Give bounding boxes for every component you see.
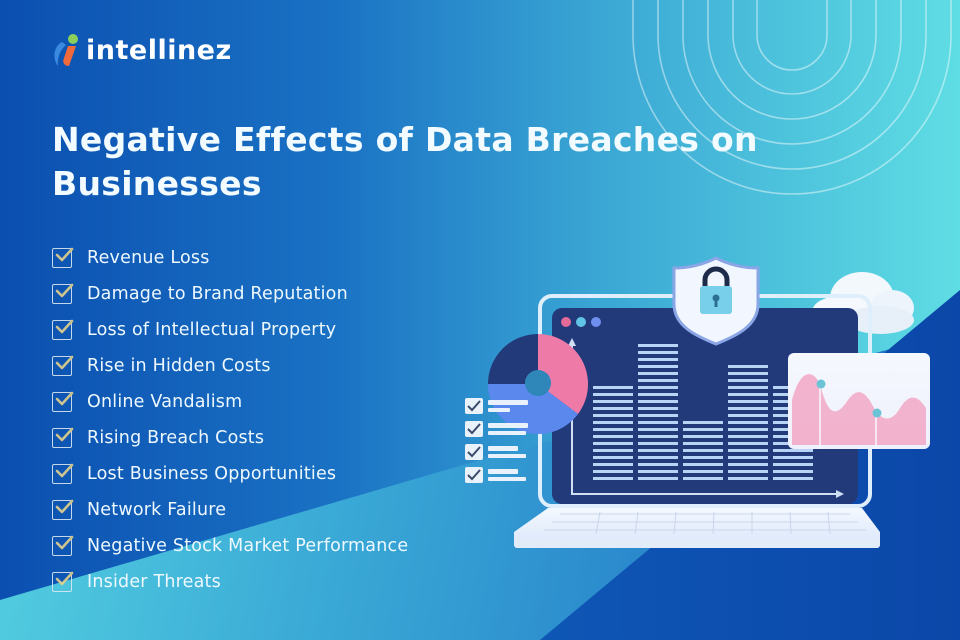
bar-chart-icon	[593, 344, 813, 480]
checkbox-checked-icon	[52, 571, 74, 592]
list-item: Negative Stock Market Performance	[52, 528, 408, 564]
concentric-arcs-decoration	[632, 0, 952, 195]
checkbox-checked-icon	[52, 283, 74, 304]
list-item: Revenue Loss	[52, 240, 408, 276]
list-item-label: Revenue Loss	[87, 248, 210, 268]
checkbox-checked-icon	[52, 355, 74, 376]
list-item: Damage to Brand Reputation	[52, 276, 408, 312]
brand-name: intellinez	[86, 34, 232, 66]
list-item-label: Negative Stock Market Performance	[87, 536, 409, 556]
laptop-keyboard	[514, 508, 880, 548]
list-item: Lost Business Opportunities	[52, 456, 408, 492]
checkbox-checked-icon	[52, 535, 74, 556]
checkbox-checked-icon	[52, 499, 74, 520]
checkbox-checked-icon	[52, 247, 74, 268]
list-item: Network Failure	[52, 492, 408, 528]
list-item-label: Insider Threats	[87, 572, 221, 592]
checkbox-checked-icon	[52, 463, 74, 484]
checkbox-checked-icon	[52, 427, 74, 448]
list-item-label: Online Vandalism	[87, 392, 243, 412]
list-item: Loss of Intellectual Property	[52, 312, 408, 348]
donut-chart-icon	[488, 334, 588, 434]
list-item-label: Rising Breach Costs	[87, 428, 265, 448]
list-item: Insider Threats	[52, 564, 408, 600]
list-item-label: Network Failure	[87, 500, 227, 520]
list-item: Online Vandalism	[52, 384, 408, 420]
list-item-label: Loss of Intellectual Property	[87, 320, 337, 340]
laptop-screen	[552, 308, 858, 504]
effects-list: Revenue Loss Damage to Brand Reputation …	[52, 240, 408, 600]
brand-logo: intellinez	[52, 32, 232, 68]
security-laptop-illustration	[465, 256, 930, 548]
checkbox-checked-icon	[52, 391, 74, 412]
shield-lock-icon	[672, 256, 760, 346]
list-item: Rising Breach Costs	[52, 420, 408, 456]
list-item: Rise in Hidden Costs	[52, 348, 408, 384]
list-item-label: Damage to Brand Reputation	[87, 284, 348, 304]
area-chart-card-icon	[788, 353, 930, 449]
checklist-icon	[465, 398, 528, 483]
page-title: Negative Effects of Data Breaches on Bus…	[52, 120, 758, 203]
checkbox-checked-icon	[52, 319, 74, 340]
list-item-label: Rise in Hidden Costs	[87, 356, 271, 376]
list-item-label: Lost Business Opportunities	[87, 464, 337, 484]
logo-mark-icon	[54, 34, 78, 66]
